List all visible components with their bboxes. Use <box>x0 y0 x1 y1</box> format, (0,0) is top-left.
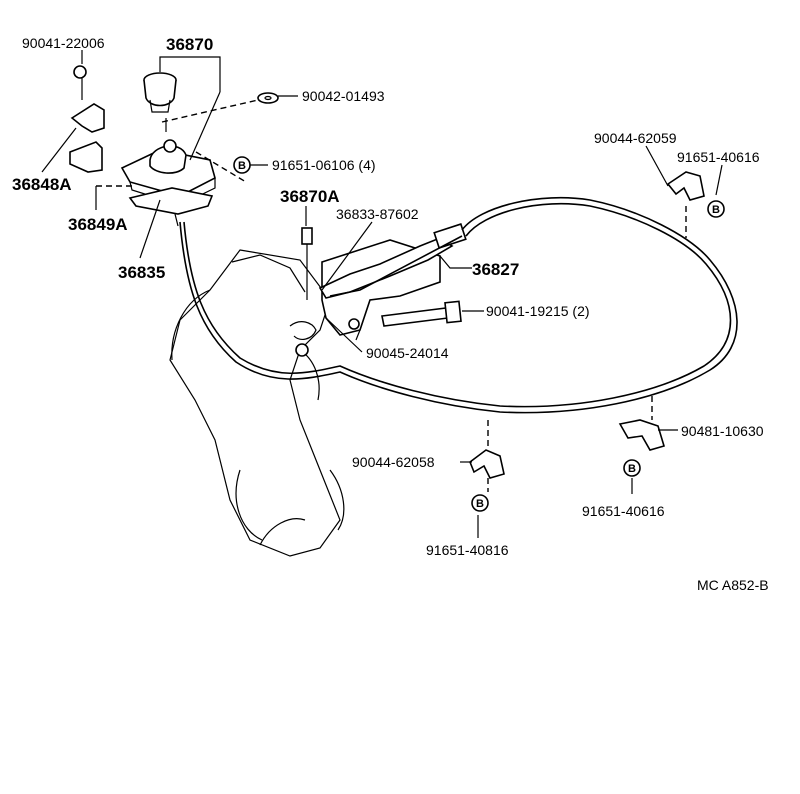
bolt-marker-1: B <box>233 156 251 174</box>
callout-90041-19215: 90041-19215 (2) <box>486 303 590 319</box>
callout-36849a: 36849A <box>68 215 128 234</box>
callout-36827: 36827 <box>472 260 519 279</box>
clamp-90044-62059 <box>666 171 705 201</box>
transfer-case-housing <box>169 249 345 557</box>
svg-text:B: B <box>238 160 246 172</box>
cable-end-fitting <box>318 223 467 299</box>
callout-36835: 36835 <box>118 263 165 282</box>
callout-36848a: 36848A <box>12 175 72 194</box>
lever-base-assembly <box>120 139 216 227</box>
alignment-lines <box>96 99 687 492</box>
pin-36870a <box>301 227 313 300</box>
washer <box>257 92 279 104</box>
callout-91651-40616-top: 91651-40616 <box>677 149 760 165</box>
callouts: 90041-22006 36870 90042-01493 91651-0610… <box>12 35 769 593</box>
leader-lines <box>41 50 723 538</box>
bracket-36848a <box>69 65 105 173</box>
callout-90042-01493: 90042-01493 <box>302 88 385 104</box>
callout-91651-06106: 91651-06106 (4) <box>272 157 376 173</box>
clamp-90044-62058 <box>469 449 505 479</box>
callout-91651-40616-right: 91651-40616 <box>582 503 665 519</box>
shift-knob <box>143 72 177 132</box>
clip-90045-24014 <box>289 321 317 357</box>
callout-90045-24014: 90045-24014 <box>366 345 449 361</box>
svg-text:B: B <box>712 204 720 216</box>
callout-36833-87602: 36833-87602 <box>336 206 419 222</box>
callout-36870: 36870 <box>166 35 213 54</box>
bolt-marker-4: B <box>471 494 489 512</box>
shift-cable <box>179 196 738 414</box>
callout-90044-62058: 90044-62058 <box>352 454 435 470</box>
callout-90481-10630: 90481-10630 <box>681 423 764 439</box>
callout-90044-62059: 90044-62059 <box>594 130 677 146</box>
bolt-90041-19215 <box>381 300 462 327</box>
clamp-90481-10630 <box>618 419 665 451</box>
callout-90041-22006: 90041-22006 <box>22 35 105 51</box>
callout-91651-40816: 91651-40816 <box>426 542 509 558</box>
svg-text:B: B <box>628 463 636 475</box>
bolt-marker-3: B <box>623 459 641 477</box>
bolt-marker-2: B <box>707 200 725 218</box>
diagram-code: MC A852-B <box>697 577 769 593</box>
callout-36870a: 36870A <box>280 187 340 206</box>
svg-text:B: B <box>476 498 484 510</box>
